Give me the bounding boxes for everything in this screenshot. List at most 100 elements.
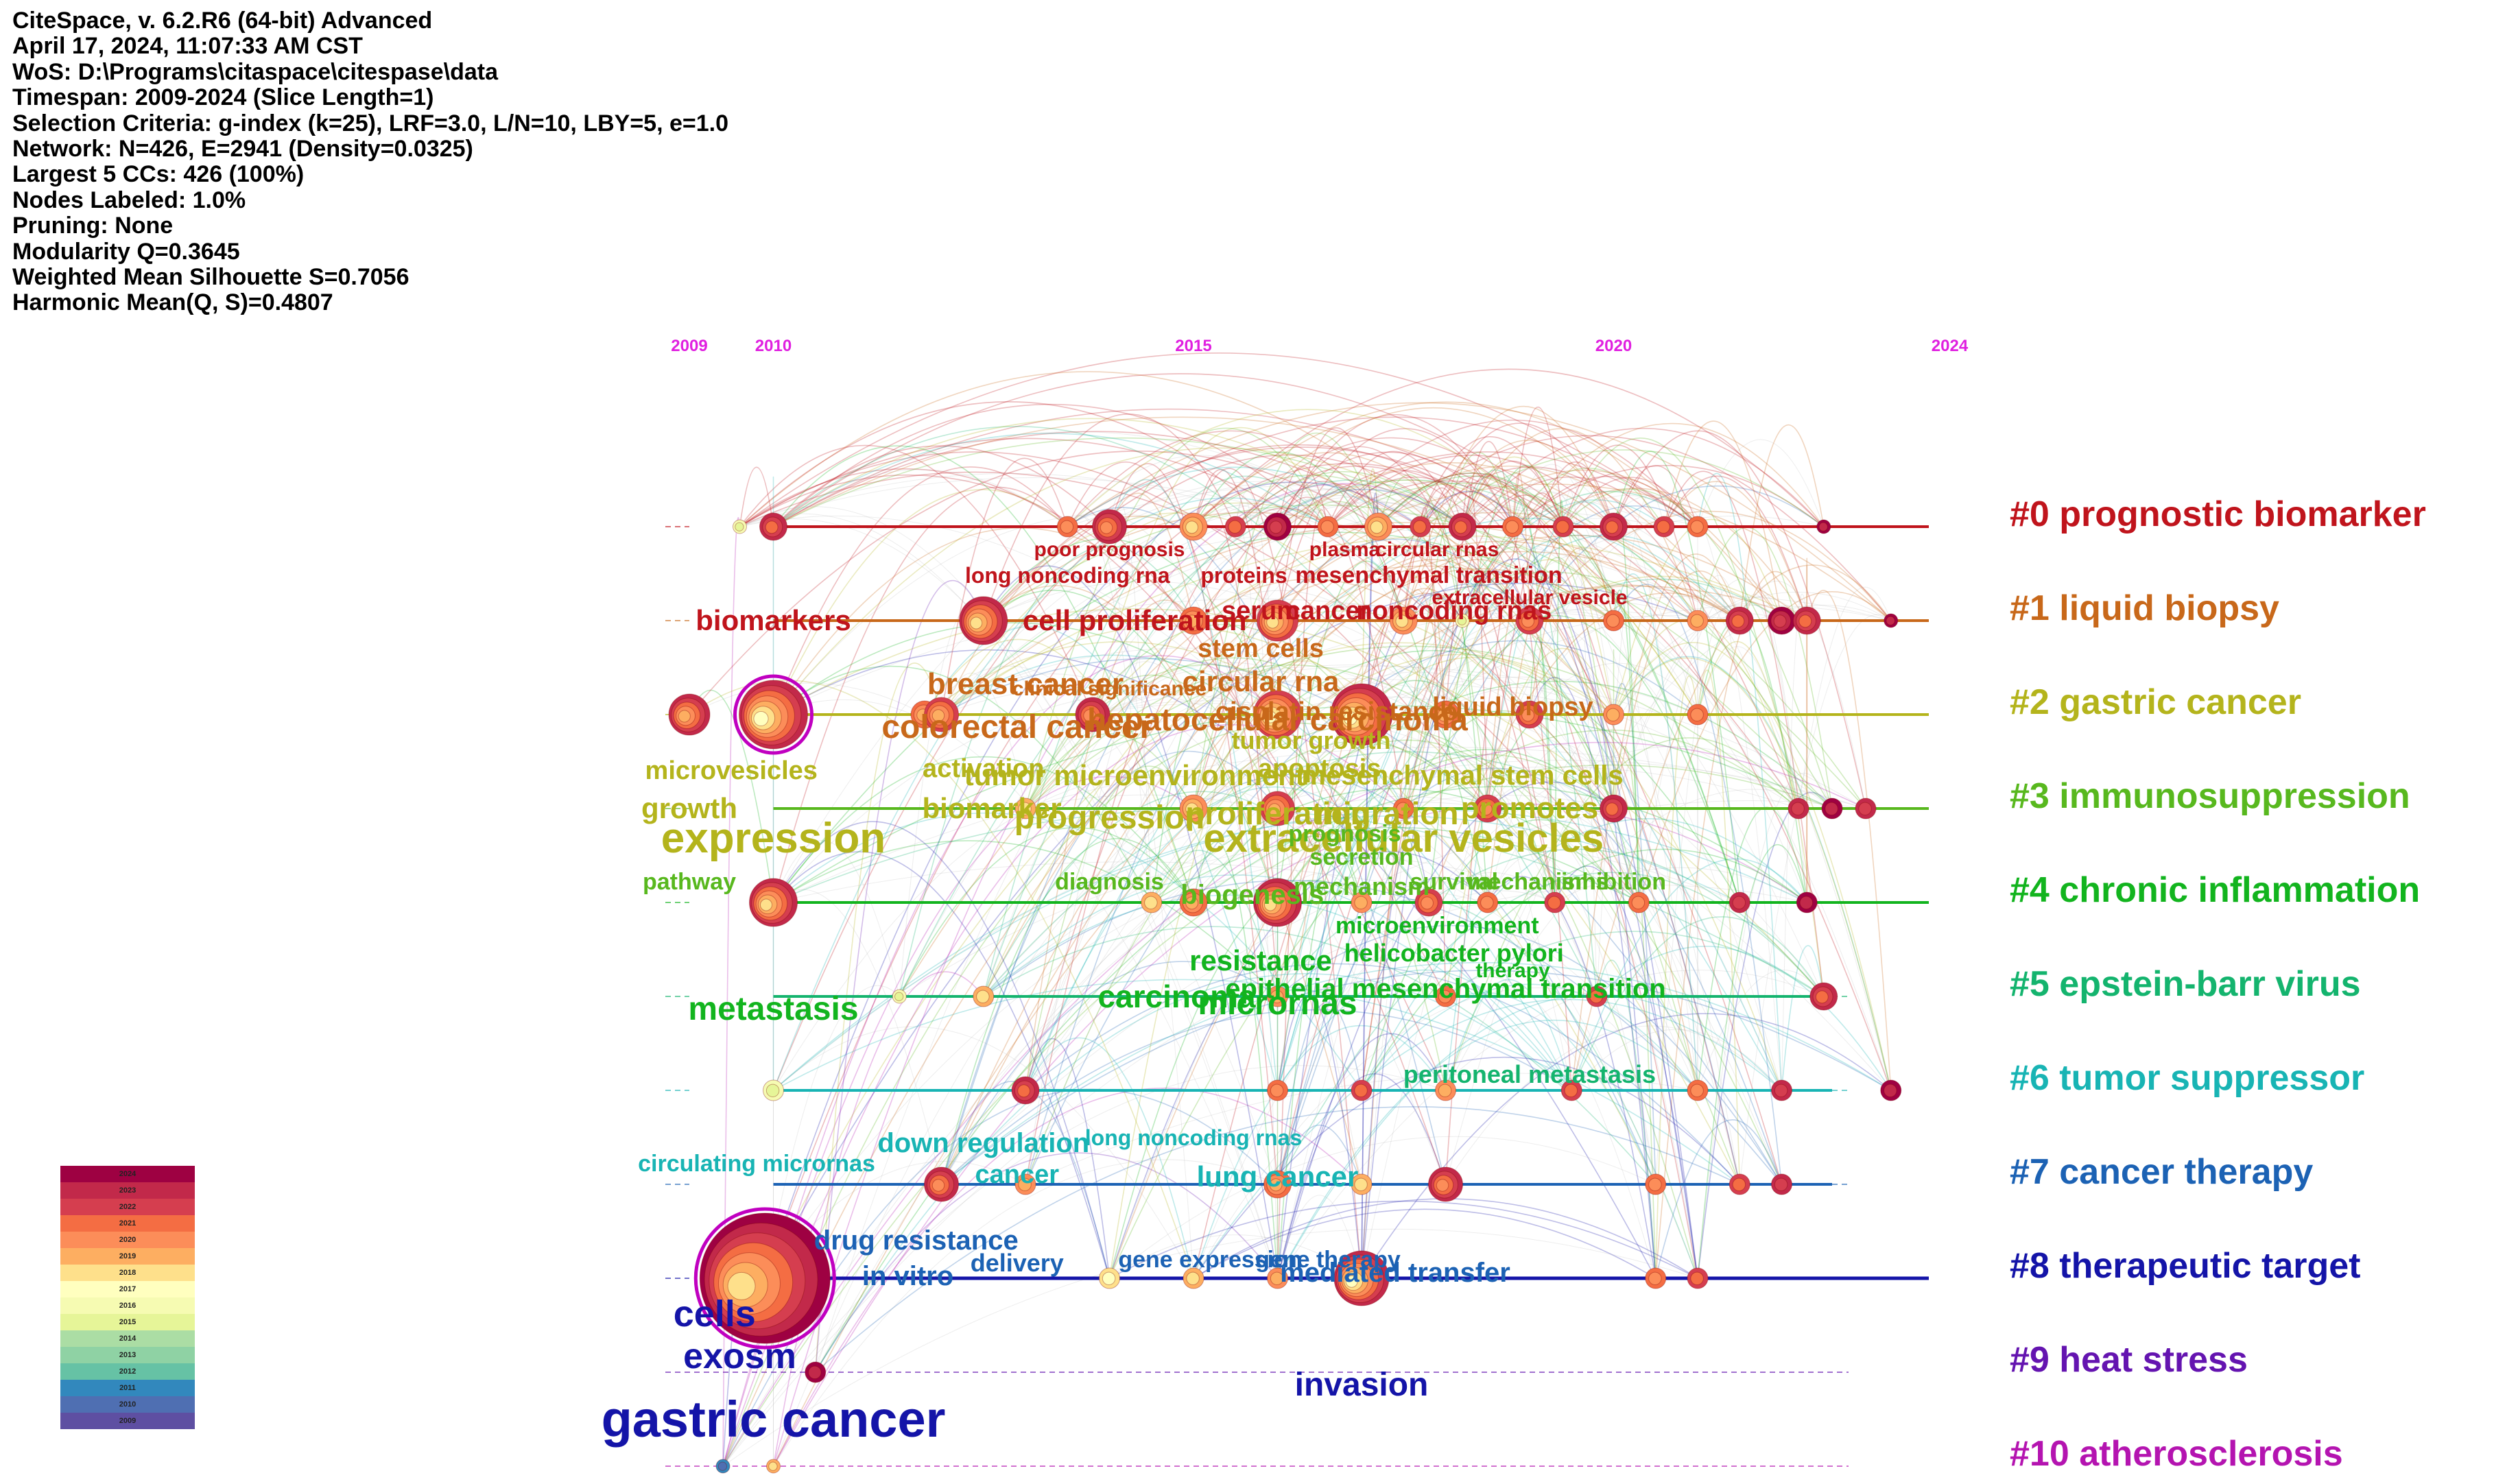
keyword-node[interactable]	[1011, 1076, 1040, 1105]
keyword-node[interactable]	[1092, 509, 1127, 544]
keyword-node[interactable]	[1586, 985, 1608, 1007]
keyword-node[interactable]	[1014, 798, 1036, 819]
citation-link	[1276, 782, 1447, 1091]
keyword-node[interactable]	[1448, 512, 1477, 541]
keyword-node[interactable]	[1056, 516, 1078, 538]
keyword-node[interactable]	[1410, 516, 1432, 538]
keyword-node[interactable]	[766, 1459, 781, 1474]
keyword-node[interactable]	[1075, 697, 1111, 732]
keyword-node[interactable]	[1628, 891, 1650, 913]
citation-link	[1361, 680, 1556, 903]
citation-link	[722, 724, 1404, 1467]
keyword-node[interactable]	[759, 512, 787, 541]
keyword-node[interactable]	[1687, 516, 1709, 538]
keyword-node[interactable]	[1263, 1170, 1292, 1199]
keyword-node[interactable]	[1263, 512, 1292, 541]
keyword-node[interactable]	[1351, 1173, 1373, 1195]
keyword-node[interactable]	[924, 1166, 959, 1202]
keyword-node[interactable]	[1414, 888, 1443, 917]
keyword-node[interactable]	[1687, 704, 1709, 726]
keyword-node[interactable]	[1768, 606, 1796, 635]
keyword-node[interactable]	[1687, 1267, 1709, 1289]
keyword-node[interactable]	[1729, 891, 1750, 913]
keyword-node[interactable]	[749, 878, 798, 927]
summary-line: CiteSpace, v. 6.2.R6 (64-bit) Advanced	[12, 8, 433, 34]
keyword-node[interactable]	[1428, 1166, 1463, 1202]
citation-link	[1445, 977, 1656, 1279]
keyword-node[interactable]	[1392, 798, 1414, 819]
keyword-node[interactable]	[1455, 613, 1470, 628]
keyword-node[interactable]	[1099, 1267, 1120, 1289]
keyword-node[interactable]	[1435, 985, 1456, 1007]
keyword-node[interactable]	[1330, 683, 1393, 746]
keyword-node[interactable]	[1880, 1079, 1902, 1101]
keyword-node[interactable]	[1389, 606, 1418, 635]
keyword-node[interactable]	[1257, 599, 1298, 642]
keyword-node[interactable]	[1788, 798, 1809, 819]
keyword-node[interactable]	[1267, 1267, 1288, 1289]
keyword-node[interactable]	[733, 674, 813, 755]
keyword-node[interactable]	[1687, 1079, 1709, 1101]
keyword-node[interactable]	[1560, 1079, 1582, 1101]
keyword-node[interactable]	[1141, 891, 1163, 913]
keyword-node[interactable]	[1179, 512, 1208, 541]
keyword-node[interactable]	[1179, 794, 1208, 823]
keyword-node[interactable]	[1364, 512, 1392, 541]
keyword-node[interactable]	[973, 985, 995, 1007]
keyword-node[interactable]	[1260, 791, 1295, 826]
keyword-node[interactable]	[1603, 704, 1624, 726]
keyword-node[interactable]	[1544, 891, 1566, 913]
keyword-label: microenvironment	[1335, 913, 1539, 940]
keyword-node[interactable]	[1771, 1079, 1792, 1101]
keyword-node[interactable]	[1796, 891, 1818, 913]
keyword-node[interactable]	[1821, 798, 1843, 819]
keyword-node[interactable]	[1014, 1173, 1036, 1195]
keyword-node[interactable]	[1317, 516, 1339, 538]
keyword-node[interactable]	[1351, 1079, 1373, 1101]
keyword-node[interactable]	[892, 989, 907, 1004]
keyword-node[interactable]	[1600, 512, 1628, 541]
keyword-node[interactable]	[1267, 985, 1288, 1007]
keyword-node[interactable]	[1653, 516, 1675, 538]
keyword-node[interactable]	[1729, 1173, 1750, 1195]
keyword-node[interactable]	[1855, 798, 1877, 819]
keyword-node[interactable]	[1552, 516, 1574, 538]
keyword-node[interactable]	[763, 1079, 784, 1101]
keyword-node[interactable]	[1603, 610, 1624, 632]
keyword-node[interactable]	[1267, 1079, 1288, 1101]
keyword-node[interactable]	[668, 693, 711, 736]
keyword-node[interactable]	[715, 1459, 731, 1474]
citation-link	[1377, 435, 1892, 621]
keyword-node[interactable]	[1224, 516, 1246, 538]
keyword-node[interactable]	[959, 596, 1008, 645]
keyword-node[interactable]	[1477, 891, 1499, 913]
keyword-node[interactable]	[1645, 1267, 1667, 1289]
keyword-node[interactable]	[1473, 794, 1502, 823]
keyword-node[interactable]	[1183, 1267, 1204, 1289]
keyword-node[interactable]	[805, 1361, 827, 1383]
keyword-node[interactable]	[1253, 878, 1302, 927]
keyword-node[interactable]	[1884, 613, 1899, 628]
keyword-node[interactable]	[1687, 610, 1709, 632]
keyword-node[interactable]	[1725, 606, 1754, 635]
keyword-node[interactable]	[1645, 1173, 1667, 1195]
keyword-node[interactable]	[1502, 516, 1523, 538]
keyword-node[interactable]	[924, 697, 959, 732]
keyword-node[interactable]	[1816, 519, 1831, 534]
keyword-node[interactable]	[1179, 888, 1208, 917]
year-label: 2015	[1175, 337, 1211, 355]
keyword-node[interactable]	[1179, 606, 1208, 635]
keyword-node[interactable]	[733, 519, 747, 534]
keyword-node[interactable]	[1515, 606, 1544, 635]
keyword-node[interactable]	[1792, 606, 1821, 635]
keyword-node[interactable]	[1435, 1079, 1456, 1101]
keyword-node[interactable]	[693, 1207, 836, 1350]
keyword-node[interactable]	[1432, 700, 1460, 729]
keyword-node[interactable]	[1515, 700, 1544, 729]
keyword-node[interactable]	[1809, 982, 1838, 1011]
keyword-node[interactable]	[1771, 1173, 1792, 1195]
keyword-node[interactable]	[1351, 891, 1373, 913]
keyword-node[interactable]	[1333, 1250, 1390, 1306]
keyword-node[interactable]	[1600, 794, 1628, 823]
keyword-node[interactable]	[1253, 690, 1302, 739]
